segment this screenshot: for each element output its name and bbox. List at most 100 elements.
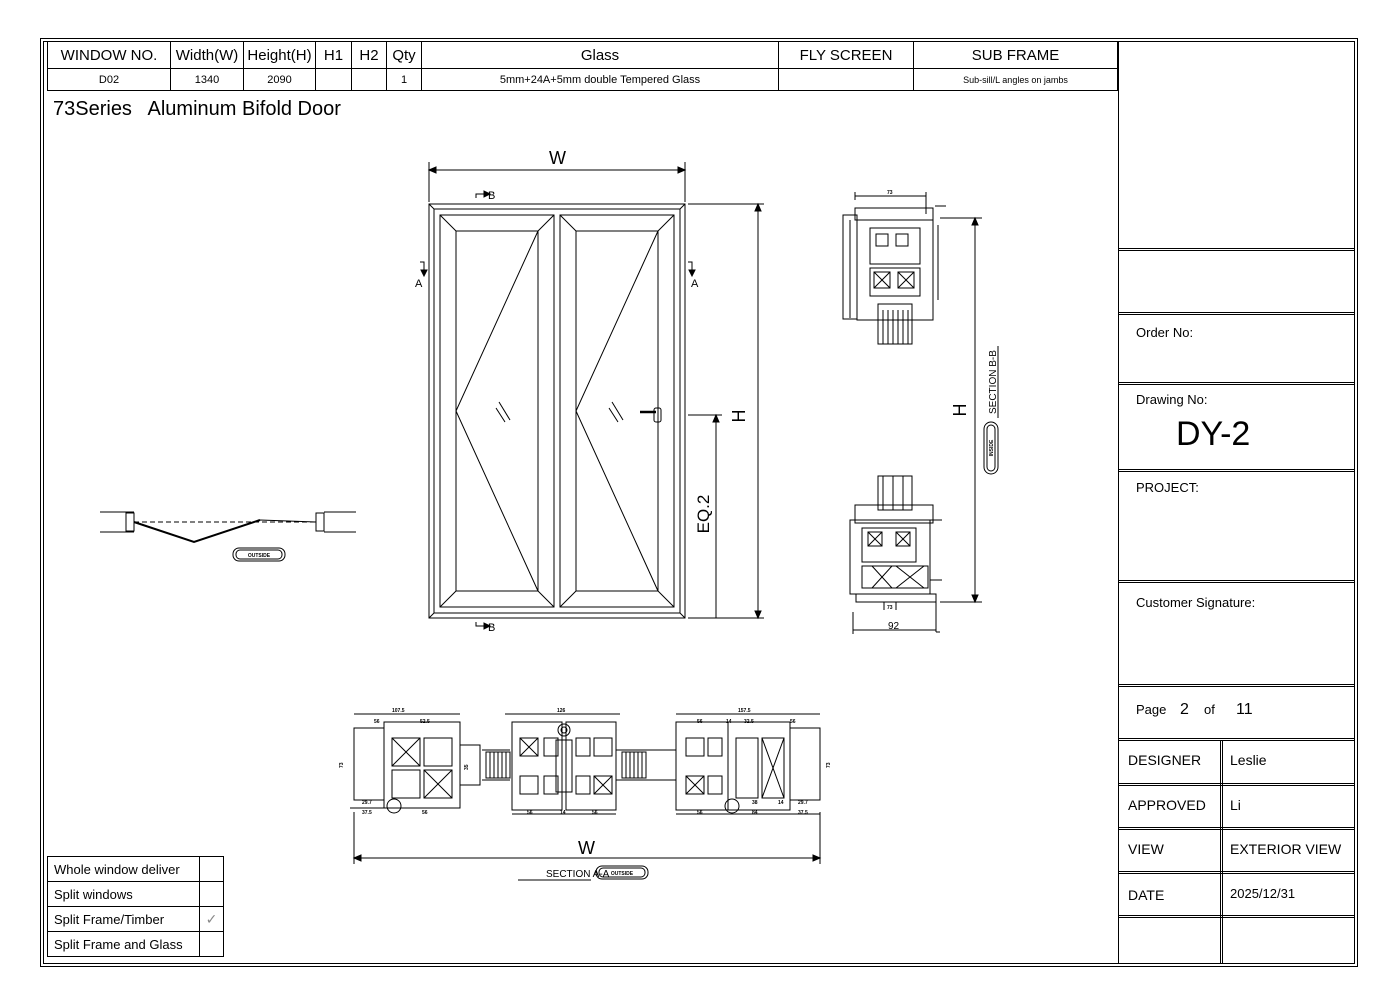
delivery-option-label: Whole window deliver <box>47 856 200 882</box>
header-width: Width(W) <box>170 41 244 69</box>
delivery-option-row: Split windows <box>47 881 224 907</box>
drawing-title: 73Series Aluminum Bifold Door <box>53 98 341 120</box>
section-bb-top-dim: 73 <box>887 190 893 196</box>
delivery-option-checkbox[interactable] <box>199 856 224 882</box>
delivery-option-checkbox[interactable] <box>199 931 224 957</box>
sheet-border-outer <box>40 38 1358 967</box>
section-aa-dim-left-4: 37.5 <box>362 810 372 816</box>
page-of-label: of <box>1204 702 1215 717</box>
section-a-marker-left: A <box>415 278 423 290</box>
date-value: 2025/12/31 <box>1230 886 1296 901</box>
view-value: EXTERIOR VIEW <box>1230 841 1342 857</box>
section-aa-dim-right-2: 14 <box>726 719 732 725</box>
spec-value-row: D02 1340 2090 1 5mm+24A+5mm double Tempe… <box>47 68 1118 91</box>
approved-value: Li <box>1230 797 1241 813</box>
header-window-no: WINDOW NO. <box>47 41 171 69</box>
delivery-option-row: Split Frame and Glass <box>47 931 224 957</box>
header-fly-screen: FLY SCREEN <box>778 41 914 69</box>
page-number: 2 <box>1180 701 1189 718</box>
date-label: DATE <box>1128 887 1165 903</box>
section-bb-height-label: H <box>950 404 970 417</box>
header-h2: H2 <box>351 41 387 69</box>
plan-outside-tag: OUTSIDE <box>248 553 271 559</box>
approved-label: APPROVED <box>1128 797 1206 813</box>
delivery-option-row: Split Frame/Timber ✓ <box>47 906 224 932</box>
value-width: 1340 <box>170 68 244 91</box>
title-block-logo-area <box>1118 41 1355 251</box>
door-elevation <box>420 162 764 630</box>
delivery-option-label: Split Frame/Timber <box>47 906 200 932</box>
section-bb-bottom-dim2: 73 <box>887 605 893 611</box>
delivery-option-row: Whole window deliver <box>47 856 224 882</box>
delivery-option-label: Split Frame and Glass <box>47 931 200 957</box>
value-glass: 5mm+24A+5mm double Tempered Glass <box>421 68 779 91</box>
section-aa-dim-right-10: 37.5 <box>798 810 808 816</box>
value-sub-frame: Sub-sill/L angles on jambs <box>913 68 1118 91</box>
header-height: Height(H) <box>243 41 316 69</box>
drawing-no-label: Drawing No: <box>1136 392 1208 407</box>
delivery-options-table: Whole window deliver Split windows Split… <box>47 856 224 957</box>
title-block-signature: Customer Signature: <box>1118 583 1355 687</box>
section-aa-dim-right-9: 84 <box>752 810 758 816</box>
section-bb-inside-tag: INSIDE <box>989 439 995 456</box>
order-no-label: Order No: <box>1136 325 1194 340</box>
section-aa-dim-right-6: 38 <box>752 800 758 806</box>
drawing-no-value: DY-2 <box>1176 415 1251 453</box>
designer-value: Leslie <box>1230 752 1267 768</box>
spec-table: WINDOW NO. Width(W) Height(H) H1 H2 Qty … <box>47 41 1118 91</box>
section-aa-outside-tag: OUTSIDE <box>611 871 634 877</box>
section-aa-dim-right-7: 14 <box>778 800 784 806</box>
title-block-divider <box>1118 41 1119 964</box>
section-aa-dim-mid-3: 56 <box>592 810 598 816</box>
section-aa-dim-right-4: 56 <box>790 719 796 725</box>
page-label: Page <box>1136 702 1167 717</box>
section-aa-dim-left-2: 52.5 <box>420 719 430 725</box>
title-block-approved: APPROVED Li <box>1118 786 1355 830</box>
elevation-height-label: H <box>729 410 749 423</box>
title-block-date: DATE 2025/12/31 <box>1118 874 1355 918</box>
title-block-designer: DESIGNER Leslie <box>1118 741 1355 786</box>
title-block-blank-row <box>1118 251 1355 315</box>
section-bb-title: SECTION B-B <box>988 350 999 414</box>
elevation-eq-label: EQ.2 <box>694 495 713 534</box>
section-bb-bottom-dim: 92 <box>888 621 900 632</box>
section-aa-dim-mid-1: 56 <box>527 810 533 816</box>
delivery-option-label: Split windows <box>47 881 200 907</box>
title-block-view: VIEW EXTERIOR VIEW <box>1118 830 1355 874</box>
title-block-project: PROJECT: <box>1118 472 1355 583</box>
section-aa-dim-mid-0: 126 <box>557 708 566 714</box>
section-aa-dim-right-1: 56 <box>697 719 703 725</box>
designer-label: DESIGNER <box>1128 752 1202 768</box>
section-aa-dim-right-0: 157.5 <box>738 708 751 714</box>
title-block-column-divider <box>1220 741 1223 964</box>
section-aa-dim-left-0: 107.5 <box>392 708 405 714</box>
customer-signature-label: Customer Signature: <box>1136 595 1256 610</box>
delivery-option-checkbox[interactable] <box>199 881 224 907</box>
section-b-marker-bottom: B <box>488 622 495 634</box>
header-sub-frame: SUB FRAME <box>913 41 1118 69</box>
section-aa-width-label: W <box>578 838 595 858</box>
section-aa-dim-left-5: 56 <box>422 810 428 816</box>
section-aa-dim-left-7: 35 <box>464 764 470 770</box>
delivery-option-checkbox[interactable]: ✓ <box>199 906 224 932</box>
fold-plan <box>100 511 356 562</box>
value-window-no: D02 <box>47 68 171 91</box>
view-label: VIEW <box>1128 841 1164 857</box>
section-aa-dim-left-6: 73 <box>339 762 345 768</box>
section-aa-dim-left-3: 29.7 <box>362 800 372 806</box>
section-aa <box>350 713 822 881</box>
title-block-page: Page 2 of 11 <box>1118 687 1355 741</box>
project-label: PROJECT: <box>1136 480 1199 495</box>
section-b-marker-top: B <box>488 190 495 202</box>
spec-header-row: WINDOW NO. Width(W) Height(H) H1 H2 Qty … <box>47 41 1118 69</box>
section-aa-dim-right-11: 73 <box>826 762 832 768</box>
section-aa-dim-right-8: 29.7 <box>798 800 808 806</box>
section-aa-dim-right-3: 32.5 <box>744 719 754 725</box>
section-aa-dim-right-5: 56 <box>697 810 703 816</box>
section-aa-dim-left-1: 56 <box>374 719 380 725</box>
page-total: 11 <box>1236 701 1253 718</box>
title-block-drawing: Drawing No: DY-2 <box>1118 385 1355 472</box>
section-bb <box>842 192 999 634</box>
section-aa-dim-mid-2: 14 <box>560 810 566 816</box>
